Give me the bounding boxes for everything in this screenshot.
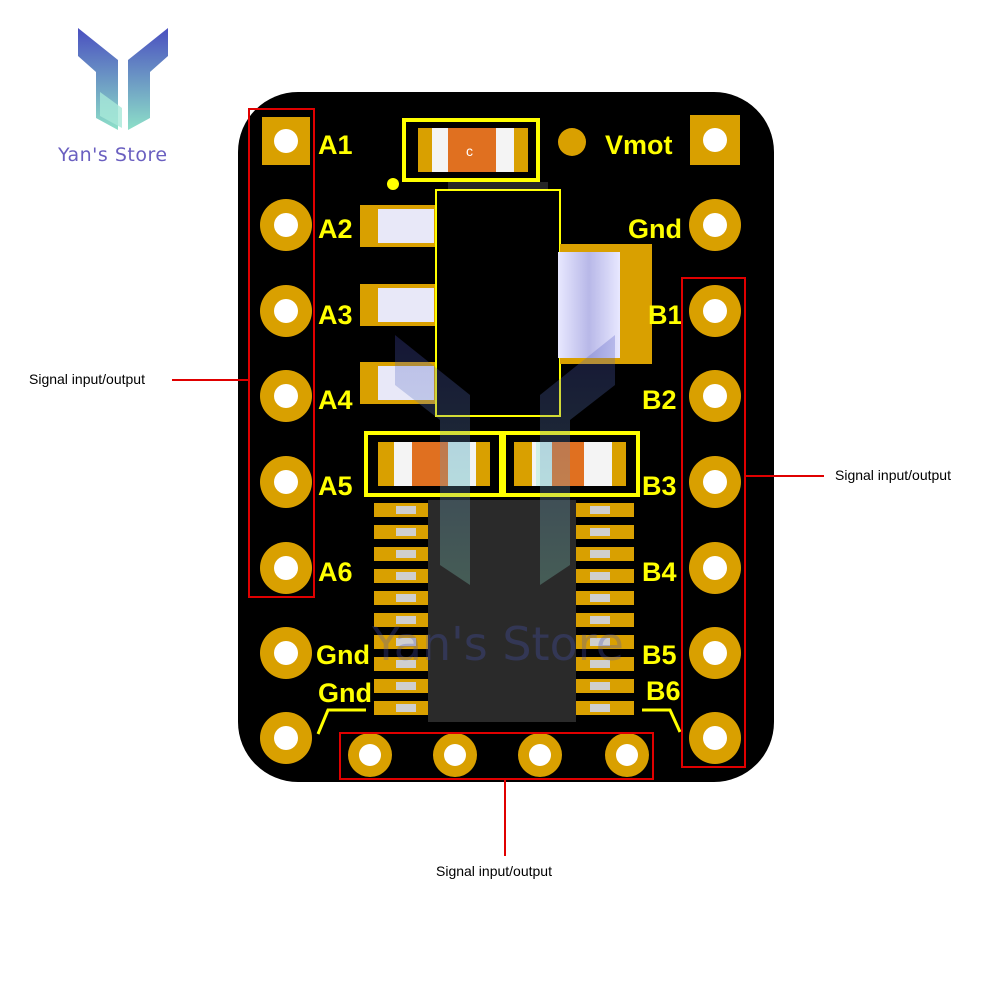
top-capacitor: c: [402, 118, 540, 182]
store-name: Yan's Store: [58, 144, 168, 166]
pin-label-vmot: Vmot: [605, 130, 673, 160]
watermark-logo-icon: [395, 335, 615, 585]
right-pin-pads: [689, 115, 741, 764]
pin-label-b1: B1: [648, 300, 683, 330]
pin-label-gnd-2: Gnd: [318, 678, 372, 708]
left-pin-pads: [260, 117, 312, 764]
right-callout-box: [681, 277, 746, 768]
pin-label-a3: A3: [318, 300, 353, 330]
bottom-callout-box: [339, 732, 654, 780]
pin-label-a6: A6: [318, 557, 353, 587]
right-callout-label: Signal input/output: [835, 467, 951, 483]
pin-label-a2: A2: [318, 214, 353, 244]
pin-label-b3: B3: [642, 471, 677, 501]
bottom-pin-pads: [348, 733, 649, 777]
pin-label-b5: B5: [642, 640, 677, 670]
pin-label-b4: B4: [642, 557, 677, 587]
pin-label-gnd-1: Gnd: [316, 640, 370, 670]
left-pin-labels: A1 A2 A3 A4 A5 A6 Gnd Gnd: [316, 130, 372, 708]
watermark-text: Yan's Store: [371, 617, 624, 671]
left-callout-label: Signal input/output: [29, 371, 145, 387]
pin-label-b2: B2: [642, 385, 677, 415]
store-logo-icon: [78, 28, 168, 130]
gnd-silk-mark: [316, 708, 366, 735]
pin-label-b6: B6: [646, 676, 681, 706]
right-pin-labels: Vmot Gnd B1 B2 B3 B4 B5 B6: [605, 130, 683, 706]
test-point: [558, 128, 586, 156]
bottom-callout-label: Signal input/output: [436, 863, 552, 879]
callout-lines: [172, 108, 824, 856]
b6-silk-mark: [642, 708, 682, 733]
pin-label-a5: A5: [318, 471, 353, 501]
pin-label-a4: A4: [318, 385, 353, 415]
left-callout-box: [248, 108, 315, 598]
pin-label-gnd-right: Gnd: [628, 214, 682, 244]
svg-text:c: c: [466, 143, 473, 159]
middle-capacitors: [364, 431, 640, 497]
pin-label-a1: A1: [318, 130, 353, 160]
pin1-marker: [387, 178, 399, 190]
